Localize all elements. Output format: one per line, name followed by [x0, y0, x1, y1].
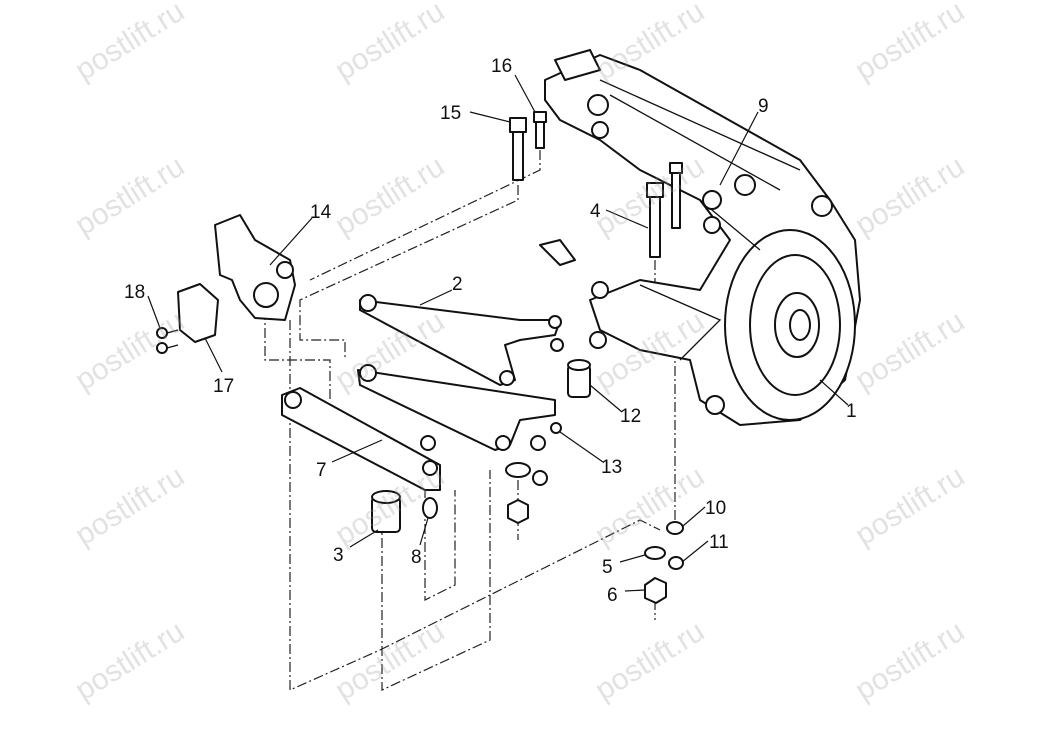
callout-10: 10 — [705, 498, 726, 519]
callout-4: 4 — [590, 201, 601, 222]
callout-15: 15 — [440, 103, 461, 124]
part-7-arm — [281, 387, 441, 491]
part-18-screws — [156, 327, 179, 354]
part-9-bolt — [669, 162, 683, 229]
part-12-bushing — [567, 359, 591, 398]
part-4-bolt — [646, 182, 664, 258]
part-16-bolt — [533, 111, 547, 149]
part-15-bolt — [509, 117, 527, 181]
callouts: 1 2 3 4 5 6 7 8 9 10 11 12 13 14 15 16 1… — [124, 56, 857, 606]
callout-12: 12 — [620, 406, 641, 427]
nut — [507, 499, 529, 524]
part-3-spacer — [371, 490, 401, 533]
part-17-block — [177, 283, 219, 343]
callout-5: 5 — [602, 557, 613, 578]
callout-3: 3 — [333, 545, 344, 566]
leader-lines — [147, 74, 849, 592]
callout-8: 8 — [411, 547, 422, 568]
part-8-washer — [422, 497, 438, 519]
part-1-gear-housing — [539, 49, 861, 426]
callout-2: 2 — [452, 274, 463, 295]
callout-13: 13 — [601, 457, 622, 478]
callout-6: 6 — [607, 585, 618, 606]
part-13-washers — [505, 315, 564, 486]
part-5-washer — [644, 546, 666, 560]
part-2-arm — [359, 294, 561, 386]
callout-18: 18 — [124, 282, 145, 303]
callout-9: 9 — [758, 96, 769, 117]
part-6-nut — [644, 577, 667, 604]
part-2b-arm — [357, 364, 556, 451]
callout-7: 7 — [316, 460, 327, 481]
part-11-nut — [668, 556, 684, 570]
callout-1: 1 — [846, 401, 857, 422]
callout-17: 17 — [213, 376, 234, 397]
part-10-washer — [666, 521, 684, 535]
callout-11: 11 — [709, 532, 729, 553]
assembly-lines — [264, 150, 676, 691]
callout-14: 14 — [310, 202, 332, 223]
callout-16: 16 — [491, 56, 512, 77]
part-14-bracket — [214, 214, 296, 321]
